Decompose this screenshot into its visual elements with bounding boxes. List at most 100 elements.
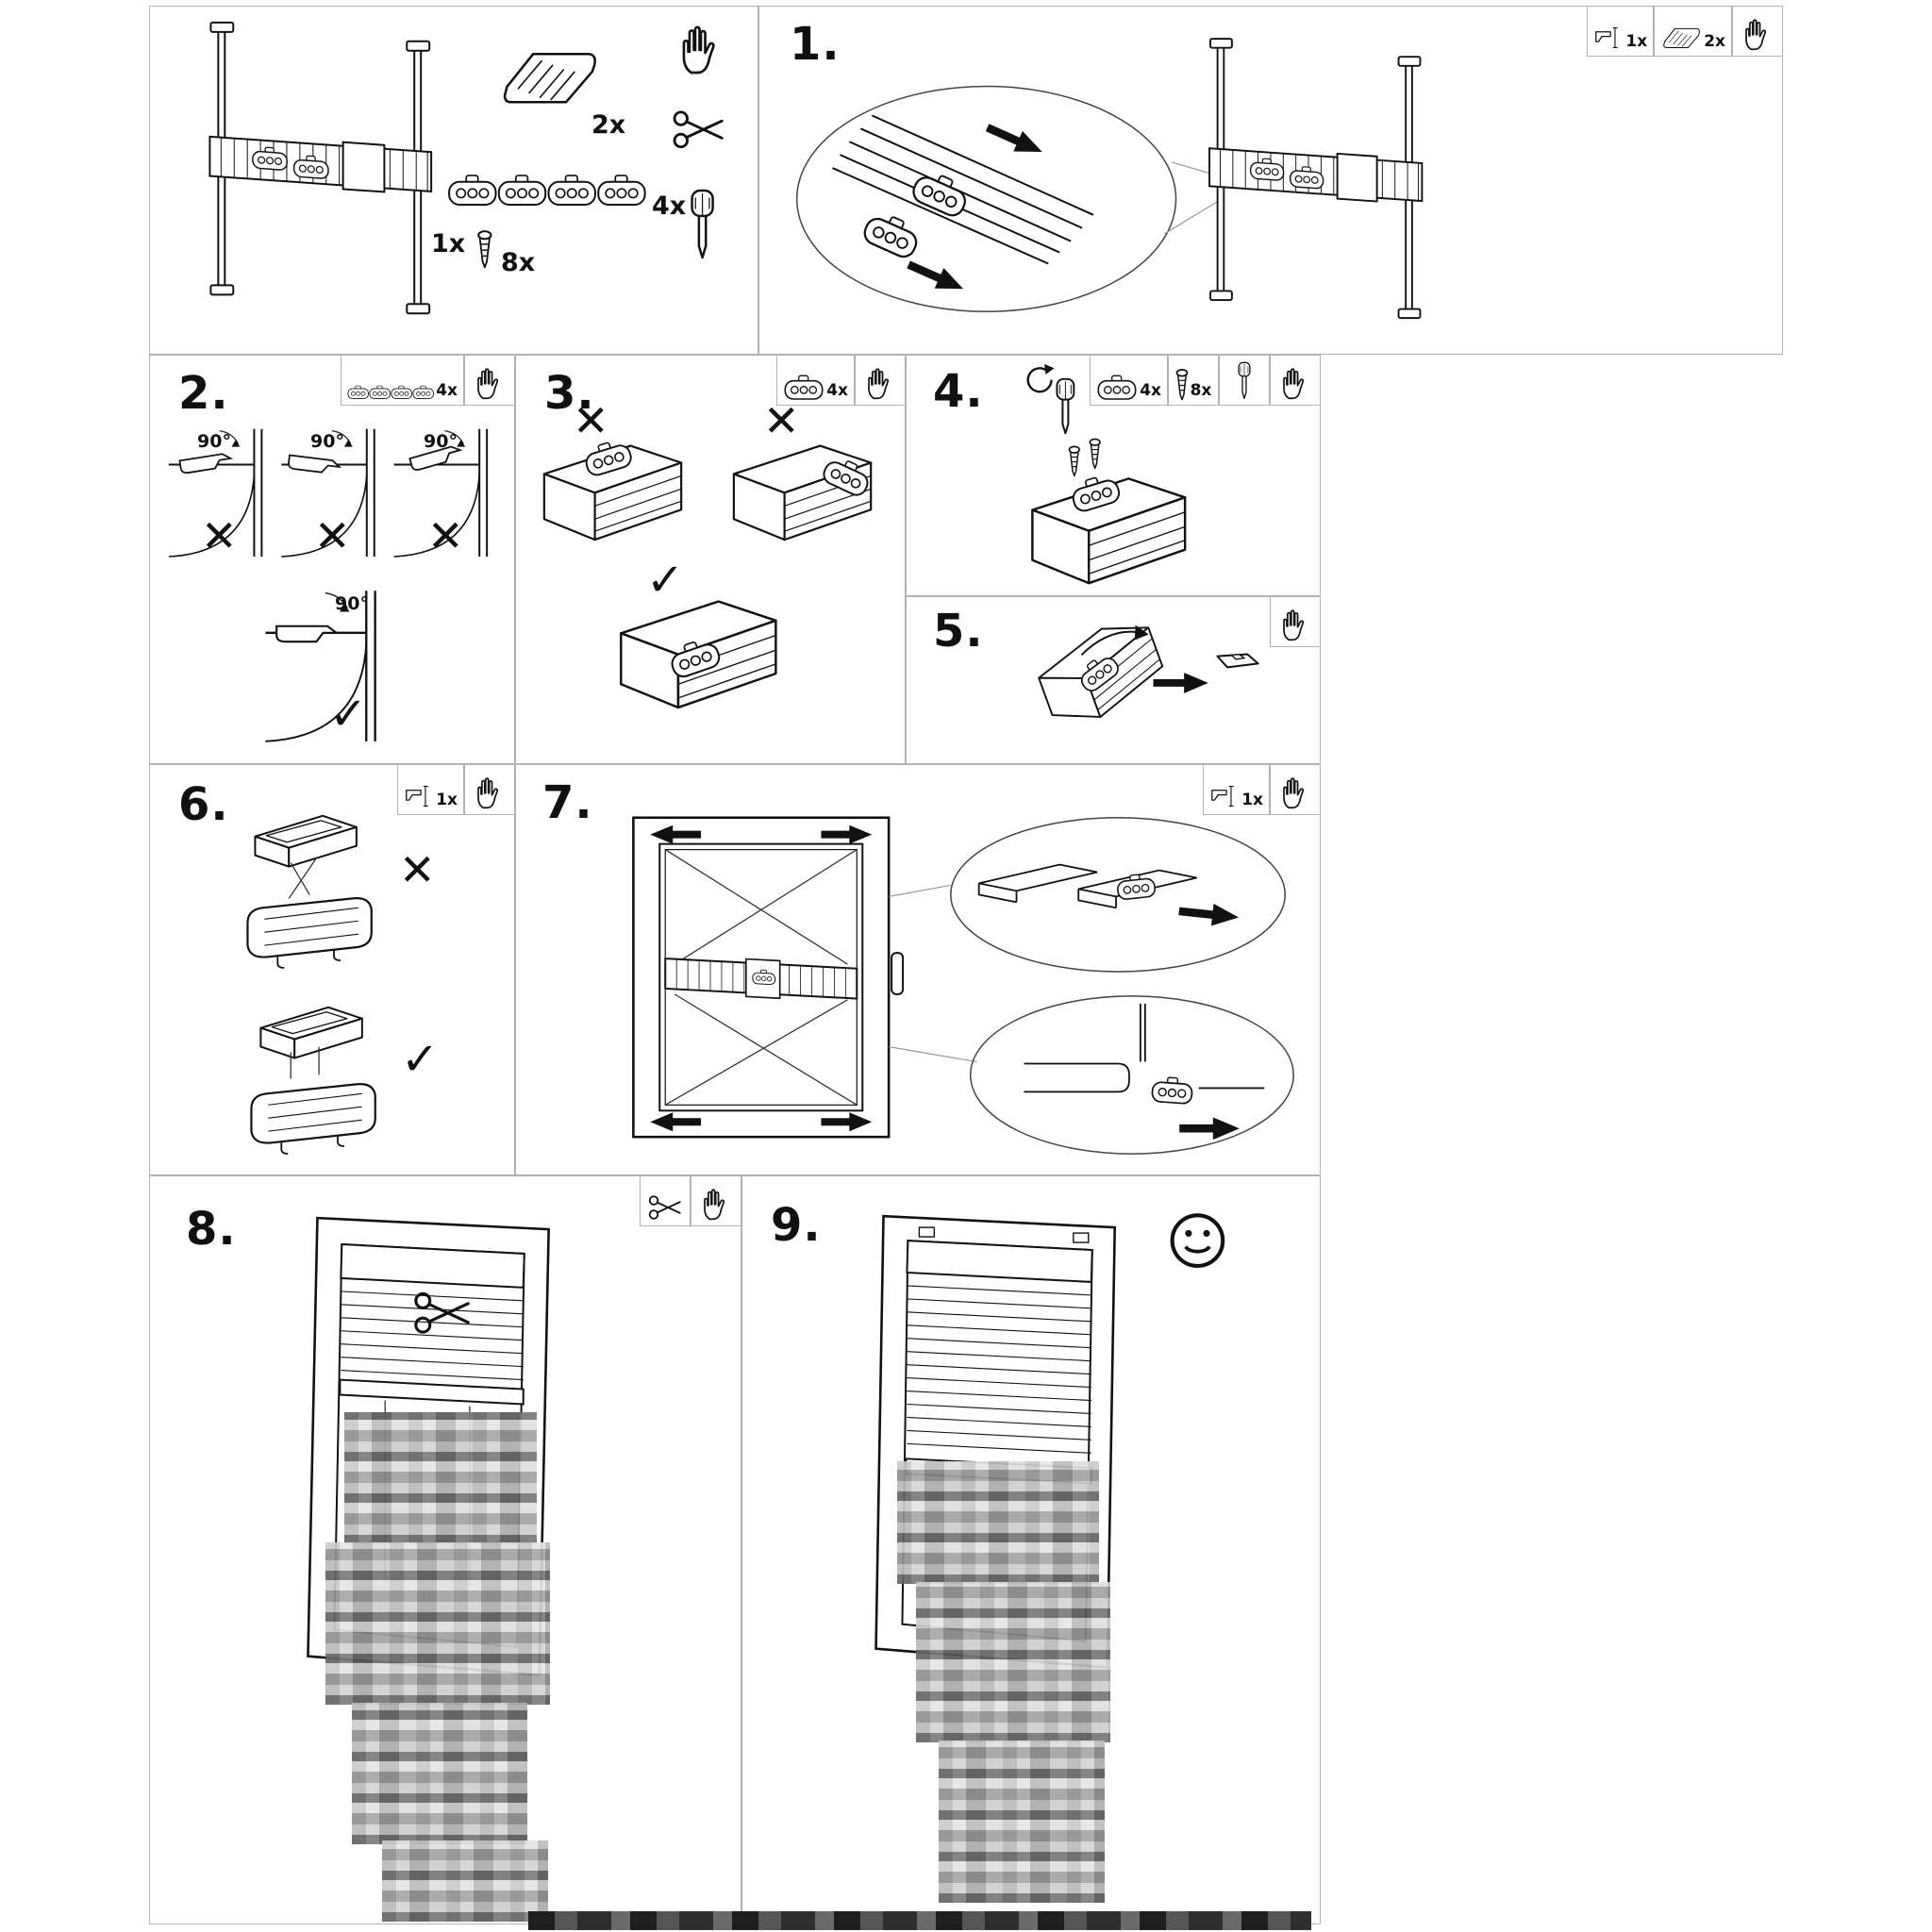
step-7-drawing [632,816,1294,1155]
tool-hand [464,764,515,815]
tool-screw-qty: 8x [1190,381,1212,400]
clip-icon [784,375,824,400]
assembly-qty-label: 1x [431,229,466,258]
smiley-icon [1173,1215,1224,1266]
step-2-tools: 4x [341,355,515,406]
bracket-icon [1663,27,1701,49]
step-7-number: 7. [542,776,593,829]
step-6-panel: 6. 1x ✕ ✓ [149,764,515,1175]
tool-scissors [640,1175,691,1226]
wrong-mark: ✕ [573,395,609,446]
clip-strip-icon [347,384,434,401]
slide-arrow-top-detail [1177,900,1241,929]
angle-label: 90° [424,431,458,452]
step-1-number: 1. [790,18,841,71]
blind-assembly-part-icon [209,23,431,313]
leader-lines [889,884,977,1063]
pry-arrow-head [1134,625,1149,641]
step-6-number: 6. [178,778,229,831]
magnifier-ellipse-bottom [969,995,1294,1155]
removed-cover-part [1216,653,1259,669]
screw-icon [1175,369,1188,401]
wrong-hook-fig [246,814,373,970]
hand-icon [477,368,499,400]
window-handle [891,952,905,995]
tool-clip-qty: 4x [826,381,848,400]
corrupted-image-block [352,1703,527,1844]
wrong-angle-fig-2 [281,428,375,558]
screwdriver-icon [1238,361,1251,400]
step-4-tools: 4x 8x [1090,355,1321,406]
step-5-drawing [1029,612,1259,734]
tool-hand [1270,596,1321,647]
correct-mark: ✓ [329,688,368,741]
step-9-panel: 9. [741,1175,1321,1924]
correct-hook-fig [250,1006,376,1156]
slide-arrow-top [982,117,1047,162]
tool-hand [855,355,906,406]
angle-label: 90° [197,431,231,452]
tool-bracket: 2x [1654,6,1732,57]
hand-icon [477,777,499,809]
wrong-mark: ✕ [399,844,436,895]
corrupted-image-block [939,1740,1105,1903]
wrong-mark: ✕ [427,510,464,561]
tool-hand [1732,6,1783,57]
step-1-drawing [795,7,1782,354]
magnifier-ellipse [795,85,1177,312]
tool-clip-qty: 4x [436,381,458,400]
clip-icon [1097,375,1137,400]
blind-drawing [905,1226,1093,1485]
hand-icon [1745,19,1767,51]
tool-unit-qty: 1x [436,791,458,809]
bracket-part-icon [503,52,596,104]
clip-strip-qty-label: 4x [652,192,687,221]
bottom-rail-detail [1024,1003,1265,1106]
screwdriver-drawing [1056,377,1075,435]
step-7-tools: 1x [1203,764,1321,815]
blind-middle-rail [664,958,858,1000]
scissors-icon [648,1195,681,1220]
magnifier-ellipse-top [950,816,1286,973]
tool-screwdriver [1219,355,1270,406]
rail-end-tilted [1029,612,1173,734]
step-7-panel: 7. 1x [515,764,1321,1175]
step-2-panel: 2. 4x [149,355,515,764]
screw-drawing [1068,445,1081,477]
wrong-angle-fig-3 [393,428,489,558]
tool-rail-qty: 1x [1625,32,1648,51]
corrupted-image-block [344,1412,537,1544]
hand-icon [682,25,715,75]
tool-hand [691,1175,741,1226]
slide-arrow-bottom [904,254,968,300]
step-2-drawing [168,428,489,742]
step-1-panel: 1. 1x 2x [758,6,1783,355]
sliding-bracket-2 [859,207,924,262]
remove-arrow [1153,673,1208,693]
corrupted-image-strip [528,1911,1311,1930]
correct-clip-fig [620,600,777,709]
step-5-tools [1270,596,1321,647]
measuring-bracket-icon [406,785,429,808]
clip-strip-part-icon [449,175,645,205]
measuring-bracket-icon [1211,785,1235,808]
parts-overview-drawing [150,7,724,354]
bracket-qty-label: 2x [591,110,626,140]
corrupted-image-block [325,1542,550,1705]
angle-label: 90° [310,431,344,452]
tool-unit: 1x [397,764,464,815]
corrupted-image-block [382,1840,548,1922]
step-4-number: 4. [933,365,984,418]
corrupted-image-block [916,1582,1110,1742]
corrupted-image-block [897,1461,1099,1584]
screw-drawing [1089,438,1101,470]
correct-angle-fig [265,591,376,742]
angle-label: 90° [335,593,369,614]
hand-icon [1283,777,1305,809]
step-6-tools: 1x [397,764,515,815]
tool-screw: 8x [1168,355,1219,406]
tool-rail: 1x [1587,6,1655,57]
hand-icon [868,368,890,400]
hand-icon [1283,609,1305,641]
step-1-tools: 1x 2x [1587,6,1783,57]
